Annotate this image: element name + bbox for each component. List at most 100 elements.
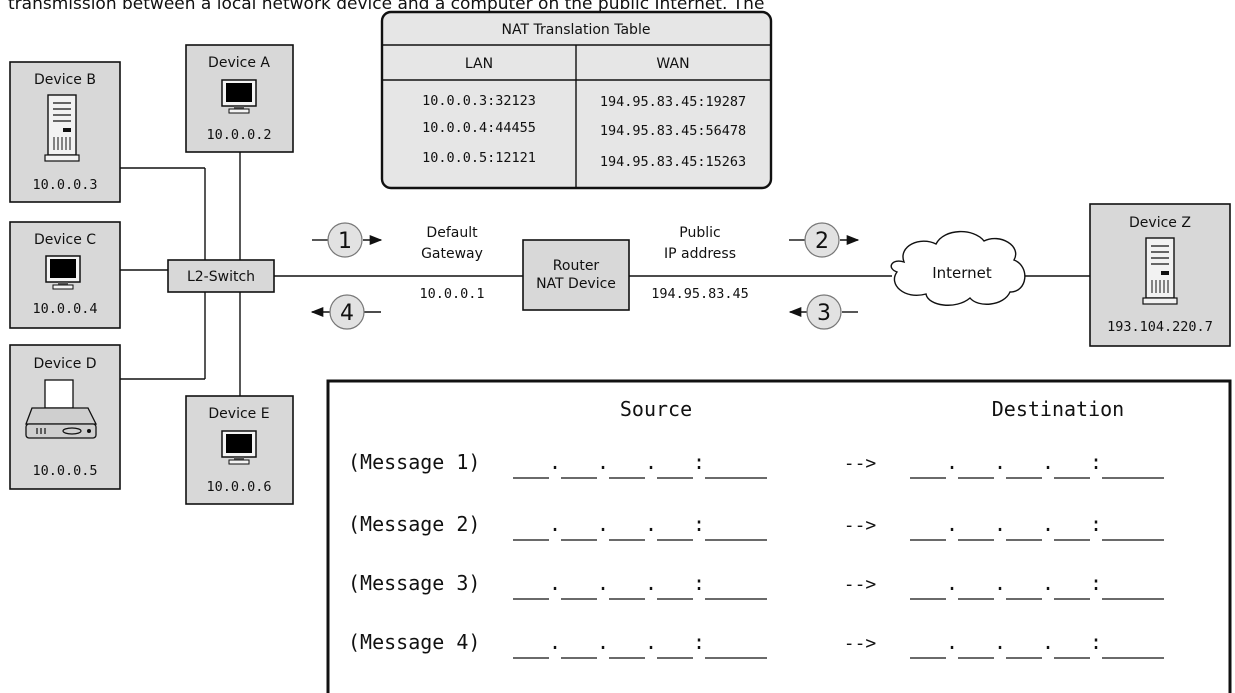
answer-separator: . (645, 630, 657, 654)
device-b: Device B 10.0.0.3 (9, 61, 121, 203)
device-c-ip: 10.0.0.4 (32, 301, 97, 317)
answer-separator: . (549, 512, 561, 536)
answer-separator: . (597, 512, 609, 536)
server-icon (44, 94, 80, 162)
device-z: Device Z 193.104.220.7 (1089, 203, 1231, 347)
gateway-label-line2: Gateway (421, 246, 483, 262)
answer-separator: . (946, 571, 958, 595)
device-d-ip: 10.0.0.5 (32, 463, 97, 479)
public-label-line2: IP address (664, 246, 736, 262)
answer-separator: . (1042, 630, 1054, 654)
message-row-arrow: --> (844, 453, 877, 474)
device-z-ip: 193.104.220.7 (1107, 319, 1213, 335)
switch-label: L2-Switch (187, 269, 255, 285)
answer-separator: . (645, 512, 657, 536)
message-number-2: 2 (815, 229, 829, 254)
device-b-ip: 10.0.0.3 (32, 177, 97, 193)
message-row-arrow: --> (844, 633, 877, 654)
device-a-name: Device A (208, 55, 270, 71)
answer-separator: : (1090, 512, 1102, 536)
answer-separator: . (549, 450, 561, 474)
message-arrow-1: 1 (312, 222, 383, 258)
gateway-label-line1: Default (426, 225, 478, 241)
answer-separator: . (597, 630, 609, 654)
top-caption: transmission between a local network dev… (8, 0, 764, 14)
answer-separator: . (1042, 512, 1054, 536)
answer-separator: . (946, 450, 958, 474)
nat-table-wan-cell: 194.95.83.45:56478 (600, 123, 746, 139)
answer-separator: : (1090, 630, 1102, 654)
nat-table-lan-cell: 10.0.0.4:44455 (422, 120, 536, 136)
message-number-1: 1 (338, 229, 352, 254)
answer-separator: . (597, 450, 609, 474)
nat-table-lan-cell: 10.0.0.3:32123 (422, 93, 536, 109)
answer-separator: . (1042, 571, 1054, 595)
router-label-line1: Router (553, 258, 600, 274)
message-row-label: (Message 4) (348, 630, 480, 654)
worksheet-rows: (Message 1)...: -->...: (Message 2)...: -->… (348, 450, 1164, 659)
monitor-icon (45, 255, 81, 290)
answer-separator: . (994, 512, 1006, 536)
printer-icon (25, 379, 98, 439)
monitor-icon (221, 79, 257, 114)
answer-separator: : (693, 630, 705, 654)
answer-worksheet: Source Destination (Message 1)...: -->...… (326, 379, 1232, 693)
l2-switch: L2-Switch (167, 259, 275, 293)
answer-separator: . (549, 630, 561, 654)
nat-table-lan-cell: 10.0.0.5:12121 (422, 150, 536, 166)
answer-separator: . (645, 450, 657, 474)
answer-separator: . (994, 571, 1006, 595)
nat-table-header-lan: LAN (465, 56, 493, 72)
message-number-3: 3 (817, 301, 831, 326)
answer-separator: . (645, 571, 657, 595)
device-d: Device D 10.0.0.5 (9, 344, 121, 490)
device-c-name: Device C (34, 232, 96, 248)
gateway-ip: 10.0.0.1 (419, 286, 484, 302)
internet-cloud: Internet (890, 230, 1026, 306)
answer-separator: . (946, 512, 958, 536)
public-label-line1: Public (679, 225, 720, 241)
device-e-name: Device E (208, 406, 269, 422)
monitor-icon (221, 430, 257, 465)
answer-separator: : (693, 512, 705, 536)
device-c: Device C 10.0.0.4 (9, 221, 121, 329)
message-arrow-3: 3 (788, 294, 858, 330)
message-arrow-4: 4 (310, 294, 381, 330)
answer-separator: . (994, 630, 1006, 654)
message-row-label: (Message 3) (348, 571, 480, 595)
answer-separator: : (1090, 571, 1102, 595)
internet-label: Internet (932, 264, 992, 282)
message-row-arrow: --> (844, 574, 877, 595)
router-label-line2: NAT Device (536, 276, 616, 292)
server-icon (1142, 237, 1178, 305)
device-e-ip: 10.0.0.6 (206, 479, 271, 495)
message-row-label: (Message 1) (348, 450, 480, 474)
message-row-label: (Message 2) (348, 512, 480, 536)
nat-table-wan-cell: 194.95.83.45:15263 (600, 154, 746, 170)
network-wires (120, 152, 1090, 396)
answer-separator: . (597, 571, 609, 595)
nat-table-title: NAT Translation Table (502, 22, 651, 38)
answer-separator: : (693, 450, 705, 474)
worksheet-source-header: Source (620, 397, 692, 421)
device-b-name: Device B (34, 72, 96, 88)
nat-table-wan-cell: 194.95.83.45:19287 (600, 94, 746, 110)
nat-table: NAT Translation Table LAN WAN 10.0.0.3:3… (380, 10, 773, 190)
answer-separator: . (549, 571, 561, 595)
worksheet-destination-header: Destination (992, 397, 1124, 421)
answer-separator: . (994, 450, 1006, 474)
public-ip: 194.95.83.45 (651, 286, 749, 302)
message-row-arrow: --> (844, 515, 877, 536)
answer-separator: . (946, 630, 958, 654)
device-z-name: Device Z (1129, 215, 1191, 231)
device-a-ip: 10.0.0.2 (206, 127, 271, 143)
message-arrow-2: 2 (789, 222, 860, 258)
device-d-name: Device D (33, 356, 96, 372)
nat-table-header-wan: WAN (656, 56, 689, 72)
answer-separator: : (1090, 450, 1102, 474)
message-number-4: 4 (340, 301, 354, 326)
answer-separator: : (693, 571, 705, 595)
router-nat-device: Router NAT Device (522, 239, 630, 311)
device-a: Device A 10.0.0.2 (185, 44, 294, 153)
